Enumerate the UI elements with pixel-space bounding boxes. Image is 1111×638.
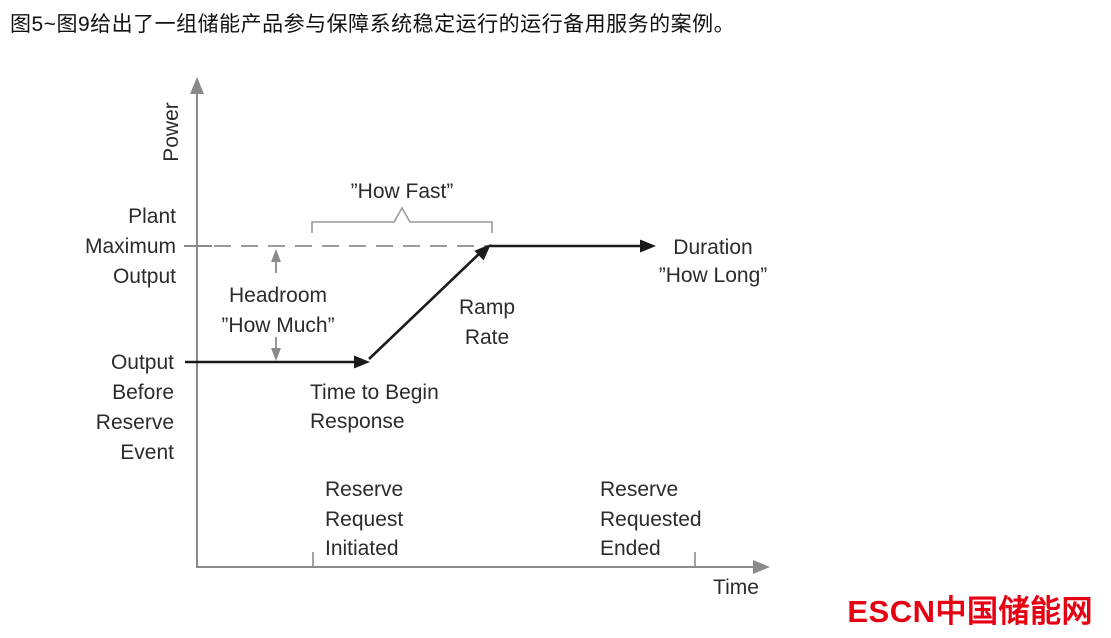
reserve-initiated-label: Reserve Request Initiated <box>325 478 403 560</box>
svg-text:”How Much”: ”How Much” <box>221 314 334 337</box>
headroom-arrow-down-icon <box>271 348 281 361</box>
duration-label: Duration ”How Long” <box>659 236 768 287</box>
svg-text:Maximum: Maximum <box>85 235 176 258</box>
output-before-label: Output Before Reserve Event <box>96 351 174 464</box>
svg-text:Reserve: Reserve <box>325 478 403 501</box>
svg-text:Duration: Duration <box>673 236 752 259</box>
svg-text:Request: Request <box>325 508 403 531</box>
svg-text:Output: Output <box>113 265 176 288</box>
time-to-begin-label: Time to Begin Response <box>310 381 439 433</box>
svg-text:Ramp: Ramp <box>459 296 515 319</box>
svg-text:Requested: Requested <box>600 508 702 531</box>
svg-text:Initiated: Initiated <box>325 537 399 560</box>
x-axis-title: Time <box>713 576 759 599</box>
reserve-ended-label: Reserve Requested Ended <box>600 478 702 560</box>
svg-text:Rate: Rate <box>465 326 509 349</box>
figure-caption: 图5~图9给出了一组储能产品参与保障系统稳定运行的运行备用服务的案例。 <box>10 13 736 36</box>
how-fast-label: ”How Fast” <box>351 180 454 203</box>
svg-text:Ended: Ended <box>600 537 661 560</box>
how-fast-brace <box>311 206 493 233</box>
svg-text:”How Long”: ”How Long” <box>659 264 768 287</box>
headroom-arrow-up-icon <box>271 249 281 262</box>
x-axis-arrowhead-icon <box>753 560 770 574</box>
y-axis-title: Power <box>160 102 183 162</box>
svg-text:Reserve: Reserve <box>600 478 678 501</box>
escn-logo: ESCN中国储能网 <box>847 594 1093 629</box>
svg-text:Headroom: Headroom <box>229 284 327 307</box>
svg-text:Output: Output <box>111 351 174 374</box>
svg-text:Before: Before <box>112 381 174 404</box>
duration-arrowhead-icon <box>640 239 656 253</box>
ramp-rate-label: Ramp Rate <box>459 296 515 349</box>
ramp-arrowhead-icon <box>474 244 491 261</box>
ramp-line <box>368 251 482 360</box>
svg-text:Plant: Plant <box>128 205 176 228</box>
y-axis-arrowhead-icon <box>190 77 204 94</box>
output-before-arrowhead-icon <box>354 355 370 369</box>
svg-text:Reserve: Reserve <box>96 411 174 434</box>
svg-text:Response: Response <box>310 410 405 433</box>
headroom-label: Headroom ”How Much” <box>221 284 334 337</box>
svg-text:Event: Event <box>120 441 174 464</box>
svg-text:Time to Begin: Time to Begin <box>310 381 439 404</box>
plant-max-output-label: Plant Maximum Output <box>85 205 176 288</box>
